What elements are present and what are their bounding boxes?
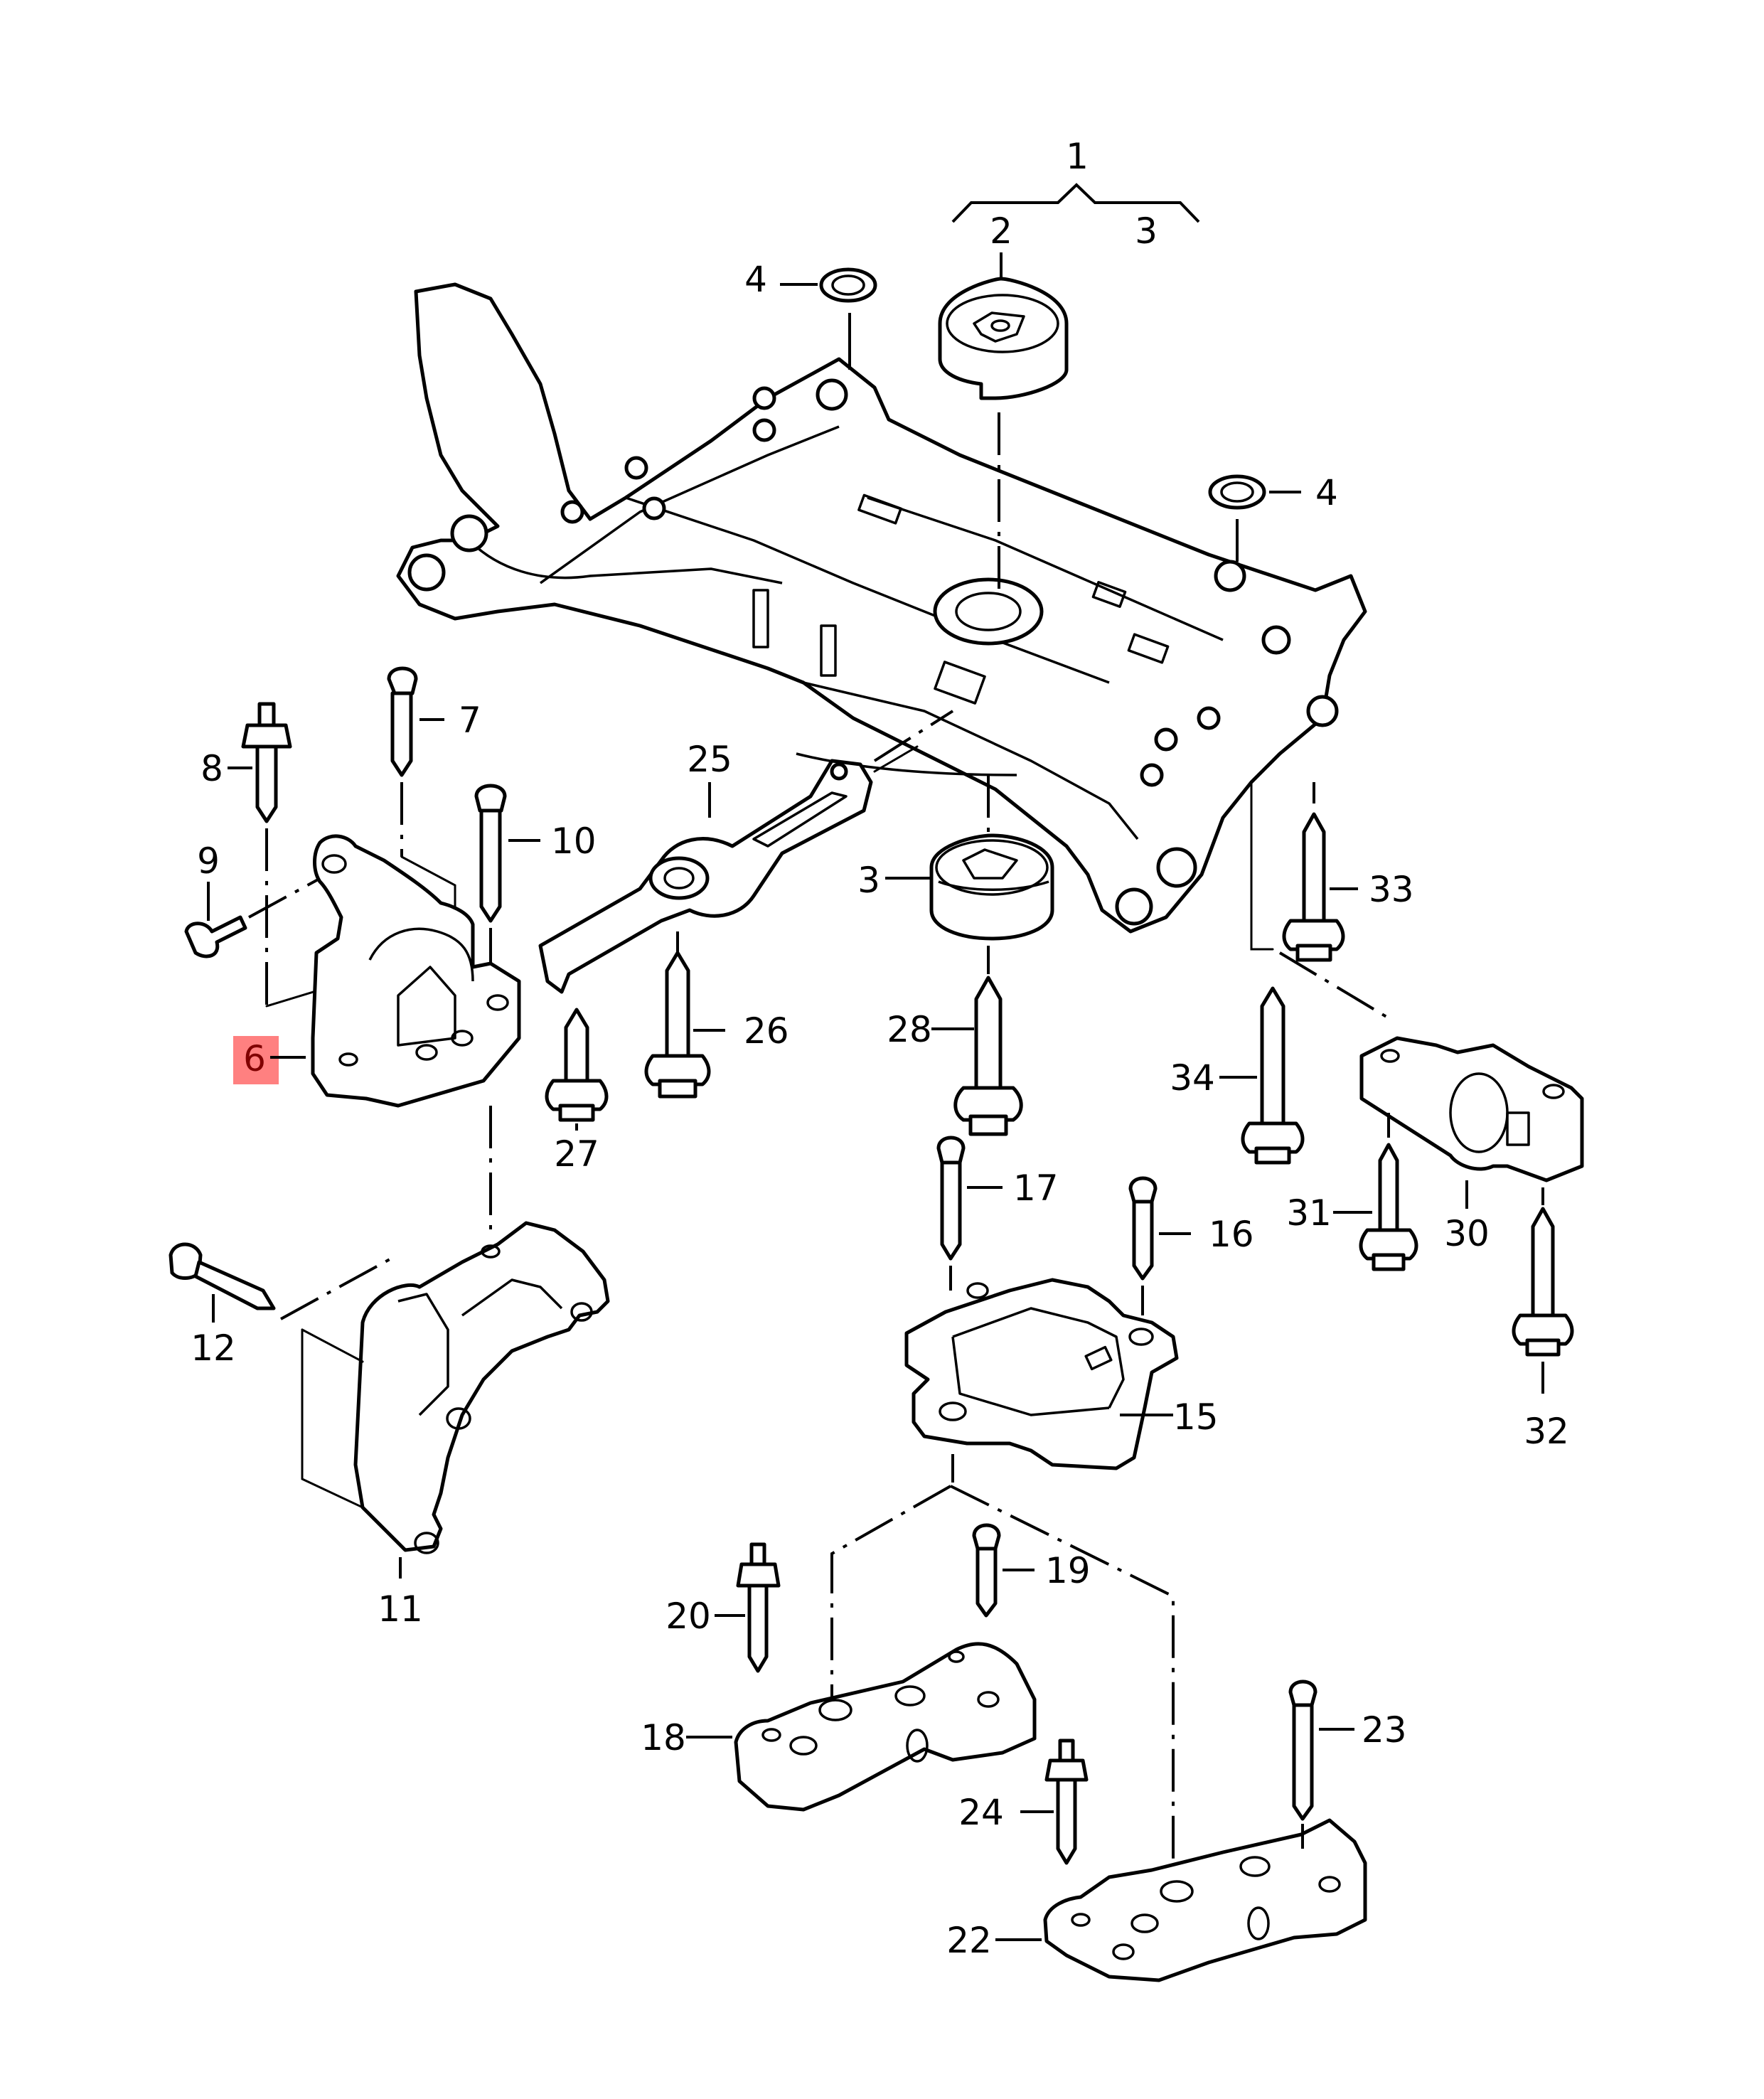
bolt-20[interactable]: 20 bbox=[665, 1542, 781, 1673]
callout-30[interactable]: 30 bbox=[1444, 1213, 1490, 1254]
callout-12[interactable]: 12 bbox=[191, 1328, 236, 1369]
bolt-31[interactable]: 31 bbox=[1286, 1113, 1418, 1271]
callout-4-left[interactable]: 4 bbox=[744, 259, 767, 300]
callout-3-top[interactable]: 3 bbox=[1135, 210, 1158, 252]
callout-7[interactable]: 7 bbox=[459, 700, 481, 741]
callout-28[interactable]: 28 bbox=[887, 1009, 932, 1050]
bolt-32[interactable]: 32 bbox=[1512, 1187, 1574, 1452]
bolt-9[interactable]: 9 bbox=[184, 840, 328, 958]
subframe[interactable] bbox=[396, 282, 1367, 934]
callout-20[interactable]: 20 bbox=[665, 1596, 711, 1637]
assembly-line-18 bbox=[830, 1485, 951, 1707]
washer-4-left[interactable]: 4 bbox=[744, 259, 877, 370]
callout-2[interactable]: 2 bbox=[990, 210, 1012, 252]
callout-4-right[interactable]: 4 bbox=[1315, 472, 1338, 513]
callout-1[interactable]: 1 bbox=[1066, 136, 1089, 177]
bearing-bracket-30[interactable]: 30 bbox=[1359, 1036, 1584, 1254]
callout-10[interactable]: 10 bbox=[551, 821, 597, 862]
bolt-8[interactable]: 8 bbox=[201, 702, 350, 1008]
bolt-10[interactable]: 10 bbox=[474, 784, 597, 963]
callout-16[interactable]: 16 bbox=[1209, 1214, 1254, 1255]
assembly-line-22 bbox=[950, 1485, 1175, 1884]
bushing-3[interactable]: 3 bbox=[857, 775, 1054, 974]
callout-3-mid[interactable]: 3 bbox=[857, 860, 880, 901]
callout-24[interactable]: 24 bbox=[958, 1792, 1004, 1833]
bolt-26[interactable]: 26 bbox=[644, 931, 789, 1099]
bolt-24[interactable]: 24 bbox=[958, 1739, 1089, 1865]
gearbox-bracket-18[interactable]: 18 bbox=[641, 1642, 1037, 1812]
group-bracket-1: 1 2 3 bbox=[951, 136, 1200, 252]
callout-11[interactable]: 11 bbox=[378, 1588, 423, 1630]
bolt-12[interactable]: 12 bbox=[169, 1242, 392, 1369]
engine-mount-6[interactable] bbox=[311, 834, 521, 1237]
callout-22[interactable]: 22 bbox=[946, 1920, 992, 1961]
callout-6-highlight[interactable]: 6 bbox=[233, 1036, 306, 1084]
bolt-34[interactable]: 34 bbox=[1170, 781, 1388, 1165]
bolt-7[interactable]: 7 bbox=[387, 666, 481, 919]
bolt-17[interactable]: 17 bbox=[936, 1136, 1059, 1291]
callout-25[interactable]: 25 bbox=[687, 739, 732, 780]
callout-8[interactable]: 8 bbox=[201, 748, 223, 789]
callout-32[interactable]: 32 bbox=[1524, 1411, 1569, 1452]
callout-31[interactable]: 31 bbox=[1286, 1192, 1332, 1234]
bolt-16[interactable]: 16 bbox=[1128, 1176, 1254, 1315]
callout-23[interactable]: 23 bbox=[1362, 1709, 1407, 1751]
bolt-33[interactable]: 33 bbox=[1282, 782, 1414, 962]
callout-9[interactable]: 9 bbox=[197, 840, 220, 882]
bushing-2[interactable] bbox=[938, 252, 1069, 597]
callout-6[interactable]: 6 bbox=[243, 1038, 266, 1079]
engine-bracket-11[interactable]: 11 bbox=[301, 1221, 610, 1630]
pendulum-support-25[interactable]: 25 bbox=[538, 710, 954, 994]
washer-4-right[interactable]: 4 bbox=[1208, 472, 1338, 562]
callout-34[interactable]: 34 bbox=[1170, 1057, 1215, 1099]
callout-17[interactable]: 17 bbox=[1013, 1168, 1059, 1209]
callout-19[interactable]: 19 bbox=[1045, 1550, 1091, 1591]
callout-27[interactable]: 27 bbox=[554, 1133, 599, 1175]
callout-33[interactable]: 33 bbox=[1369, 869, 1414, 910]
callout-18[interactable]: 18 bbox=[641, 1717, 686, 1758]
gearbox-mount-15[interactable]: 15 bbox=[904, 1278, 1219, 1483]
bolt-27[interactable]: 27 bbox=[545, 1008, 609, 1175]
bolt-19[interactable]: 19 bbox=[972, 1523, 1091, 1618]
bolt-23[interactable]: 23 bbox=[1288, 1679, 1407, 1849]
callout-15[interactable]: 15 bbox=[1173, 1396, 1219, 1438]
gearbox-bracket-22[interactable]: 22 bbox=[946, 1818, 1367, 1982]
callout-26[interactable]: 26 bbox=[744, 1010, 789, 1052]
bolt-28[interactable]: 28 bbox=[887, 976, 1023, 1136]
